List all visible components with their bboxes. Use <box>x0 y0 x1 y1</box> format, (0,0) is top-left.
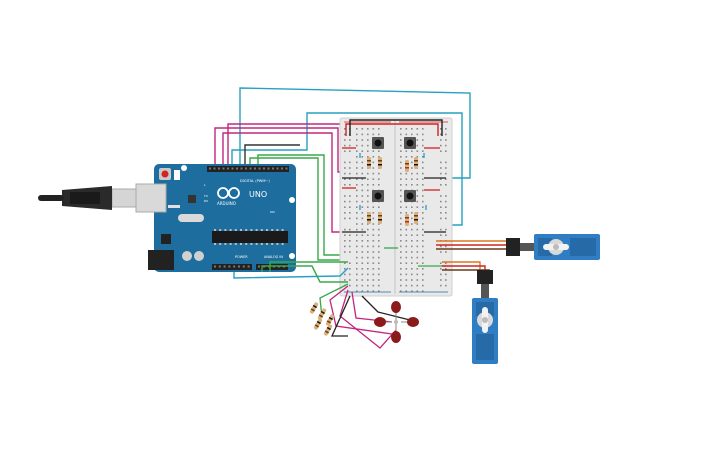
wire-green-2[interactable] <box>257 154 348 256</box>
wire-magenta-2[interactable] <box>222 132 348 233</box>
pushbutton-1[interactable] <box>372 137 384 149</box>
capacitor-2 <box>194 251 204 261</box>
digital-pins <box>209 167 288 170</box>
led-3[interactable] <box>401 317 419 327</box>
wire-red-rail[interactable] <box>345 123 439 136</box>
resistor-bb-8 <box>414 212 418 224</box>
resistor-bb-6 <box>378 212 382 224</box>
servo-motor-2[interactable] <box>442 261 498 364</box>
analog-header[interactable] <box>256 264 288 270</box>
crystal <box>178 214 204 222</box>
rail-jumpers[interactable] <box>345 119 443 136</box>
servo-motor-1[interactable] <box>436 234 600 260</box>
wire-cyan-loop-1[interactable] <box>239 87 471 179</box>
led-resistors[interactable] <box>309 302 335 336</box>
wire-black-rail[interactable] <box>349 119 443 136</box>
pushbuttons[interactable] <box>372 137 416 202</box>
analog-label: ANALOG IN <box>264 255 283 259</box>
power-label: POWER <box>235 255 248 259</box>
wire-black-top[interactable] <box>244 144 300 166</box>
pushbutton-3[interactable] <box>372 190 384 202</box>
breadboard-resistors[interactable] <box>367 157 418 226</box>
arduino-uno-board[interactable]: DIGITAL (PWM~) ARDUINO UNO TX RX L ON <box>135 164 296 272</box>
rx-label: RX <box>204 199 208 203</box>
wire-black-led-1 <box>330 295 351 337</box>
servo-2-lead-red <box>442 265 486 270</box>
breadboard[interactable] <box>339 117 453 297</box>
chip-pins <box>214 229 284 245</box>
arduino-infinity-icon <box>217 187 240 199</box>
wire-green-5v[interactable] <box>269 261 348 272</box>
digital-header[interactable] <box>207 166 289 172</box>
digital-label: DIGITAL (PWM~) <box>240 179 270 183</box>
power-jack[interactable] <box>148 250 174 270</box>
atmega-chip <box>212 231 288 243</box>
capacitor-1 <box>182 251 192 261</box>
wire-green-1[interactable] <box>249 157 348 261</box>
led-4[interactable] <box>391 324 401 343</box>
wire-magenta-led-2 <box>339 289 397 349</box>
resistor-bb-5 <box>367 212 371 224</box>
brand-label: ARDUINO <box>217 201 236 206</box>
power-header[interactable] <box>212 264 252 270</box>
wire-green-gnd[interactable] <box>261 265 348 283</box>
l-label: L <box>204 183 206 187</box>
wire-cyan-loop-2[interactable] <box>231 112 463 226</box>
led-2[interactable] <box>374 317 392 327</box>
wire-black-led-2 <box>361 295 419 323</box>
resistor-bb-1 <box>367 157 371 169</box>
wire-magenta-led-1 <box>329 285 393 335</box>
model-label: UNO <box>249 190 267 199</box>
on-label: ON <box>270 210 275 214</box>
wires-bottom[interactable] <box>233 261 349 283</box>
pushbutton-2[interactable] <box>404 137 416 149</box>
resistor-bb-7 <box>405 214 409 226</box>
leds[interactable] <box>374 301 419 343</box>
breadboard-jumpers[interactable] <box>342 147 446 267</box>
resistor-bb-3 <box>405 160 409 172</box>
resistor-bb-4 <box>414 157 418 169</box>
servo-2-lead-orange <box>442 261 481 270</box>
usb-port[interactable] <box>135 183 167 213</box>
pushbutton-4[interactable] <box>404 190 416 202</box>
usb-cable[interactable] <box>38 186 137 210</box>
wire-cyan-analog[interactable] <box>233 267 349 279</box>
led-icon[interactable] <box>391 301 401 320</box>
tx-label: TX <box>203 194 208 198</box>
resistor-bb-2 <box>378 157 382 169</box>
